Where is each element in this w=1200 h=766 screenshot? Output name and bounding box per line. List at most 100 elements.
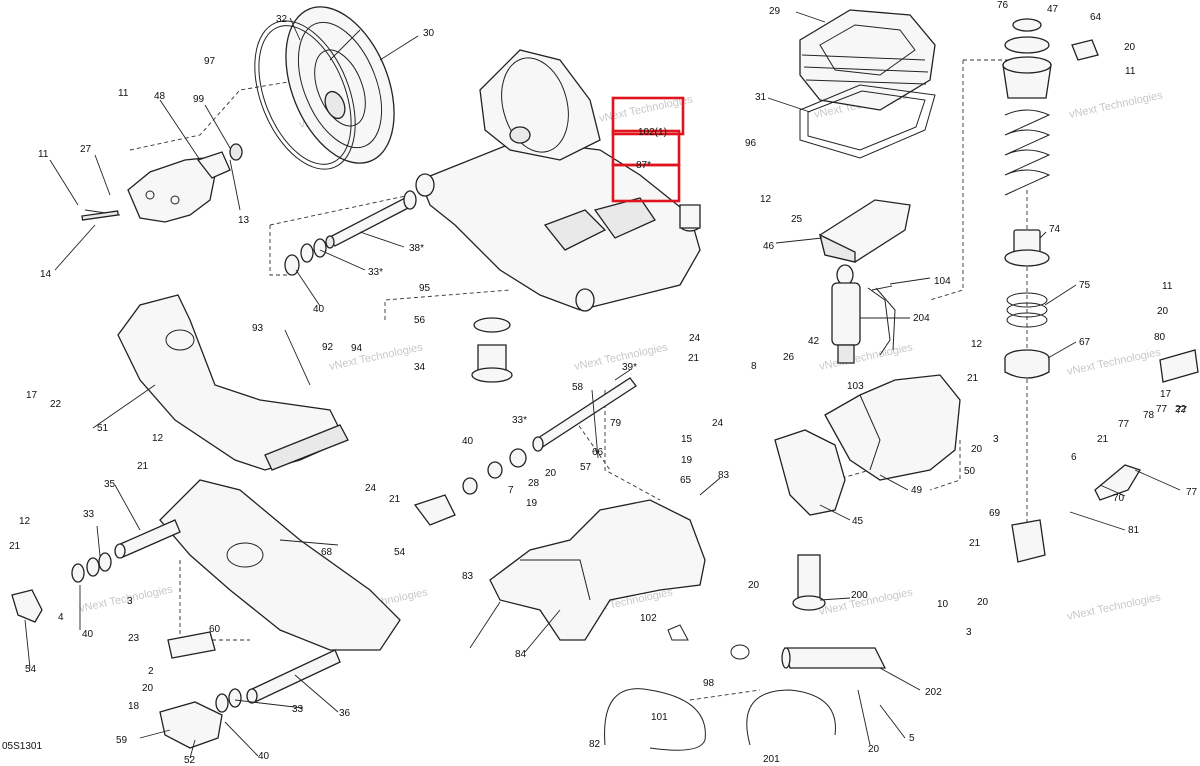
callout: 76	[997, 0, 1009, 11]
callout: 96	[745, 138, 757, 149]
callout: 27	[80, 144, 92, 155]
callout: 80	[1154, 332, 1166, 343]
callout: 20	[545, 468, 557, 479]
part-98-ring	[730, 644, 750, 660]
callout: 7	[508, 485, 514, 496]
callout: 81	[1128, 525, 1140, 536]
callout: 15	[681, 434, 693, 445]
callout: 29	[769, 6, 781, 17]
part-washers-left	[71, 552, 242, 713]
callout: 25	[791, 214, 803, 225]
callout: 84	[515, 649, 527, 660]
part-46-mount	[819, 199, 911, 263]
callout: 83	[718, 470, 730, 481]
callout: 19	[681, 455, 693, 466]
part-64-clamp	[1071, 39, 1099, 61]
part-45-housing	[774, 429, 846, 516]
callout: 48	[154, 91, 166, 102]
part-spring	[1004, 109, 1051, 196]
callout-labels: 29 76 47 64 20 11 32 30 97 11 48 99 27 1…	[9, 0, 1198, 766]
highlight-box-1	[611, 96, 685, 136]
callout: 24	[365, 483, 377, 494]
callout: 40	[462, 436, 474, 447]
callout: 97	[204, 56, 216, 67]
callout: 77	[1186, 487, 1198, 498]
part-76-cap	[1012, 18, 1042, 32]
callout: 21	[9, 541, 21, 552]
part-56-34-mount	[471, 317, 513, 383]
part-82-cable	[604, 688, 706, 751]
callout: 33*	[368, 267, 383, 278]
part-49-housing	[824, 374, 961, 481]
callout: 21	[1097, 434, 1109, 445]
callout: 20	[971, 444, 983, 455]
callout: 200	[851, 590, 868, 601]
callout: 51	[97, 423, 109, 434]
callout: 11	[1162, 281, 1173, 292]
callout: 12	[760, 194, 772, 205]
callout: 17	[1160, 389, 1172, 400]
part-29-cover	[799, 9, 936, 111]
callout: 20	[1124, 42, 1136, 53]
callout: 47	[1047, 4, 1059, 15]
callout: 66	[592, 447, 604, 458]
callout: 22	[50, 399, 62, 410]
callout: 19	[526, 498, 538, 509]
callout: 26	[783, 352, 795, 363]
callout: 3	[993, 434, 999, 445]
callout: 12	[971, 339, 983, 350]
part-33-40-washers	[284, 238, 327, 276]
callout: 101	[651, 712, 668, 723]
watermark: vNext Technologies	[1068, 89, 1164, 121]
callout: 201	[763, 754, 780, 765]
callout: 3	[127, 596, 133, 607]
callout: 33	[292, 704, 304, 715]
callout: 17	[26, 390, 38, 401]
callout: 102(1)	[638, 127, 667, 138]
swing-arm-housing	[415, 49, 701, 312]
callout: 33	[83, 509, 95, 520]
highlight-box-3	[611, 163, 681, 203]
part-32-gasket	[254, 20, 356, 170]
callout: 83	[462, 571, 474, 582]
callout: 59	[116, 735, 128, 746]
part-204-shock	[831, 264, 896, 364]
callout: 20	[748, 580, 760, 591]
part-75-spring	[1006, 292, 1048, 328]
callout: 103	[847, 381, 864, 392]
part-80-bracket	[1159, 349, 1199, 383]
callout: 49	[911, 485, 923, 496]
callout: 4	[58, 612, 64, 623]
callout: 69	[989, 508, 1001, 519]
part-36-shaft	[246, 649, 341, 704]
callout: 54	[25, 664, 37, 675]
highlight-boxes	[611, 96, 685, 203]
part-201-cable	[746, 689, 836, 746]
callout: 40	[82, 629, 94, 640]
callout: 65	[680, 475, 692, 486]
callout: 22	[1175, 404, 1187, 415]
callout: 14	[40, 269, 52, 280]
part-51-tunnel	[117, 294, 349, 471]
part-202-actuator	[781, 647, 887, 669]
callout: 30	[423, 28, 435, 39]
callout: 40	[313, 304, 325, 315]
callout: 20	[868, 744, 880, 755]
callout: 92	[322, 342, 334, 353]
callout: 58	[572, 382, 584, 393]
callout: 39*	[622, 362, 637, 373]
callout: 38*	[409, 243, 424, 254]
part-84-bracket	[489, 499, 706, 641]
callout: 70	[1113, 493, 1125, 504]
callout: 20	[977, 597, 989, 608]
callout: 33*	[512, 415, 527, 426]
callout: 77	[1156, 404, 1168, 415]
callout: 68	[321, 547, 333, 558]
callout: 52	[184, 755, 196, 766]
callout: 10	[937, 599, 949, 610]
part-67-ring	[1004, 349, 1050, 379]
callout: 40	[258, 751, 270, 762]
callout: 60	[209, 624, 221, 635]
part-39-shaft	[532, 377, 637, 452]
